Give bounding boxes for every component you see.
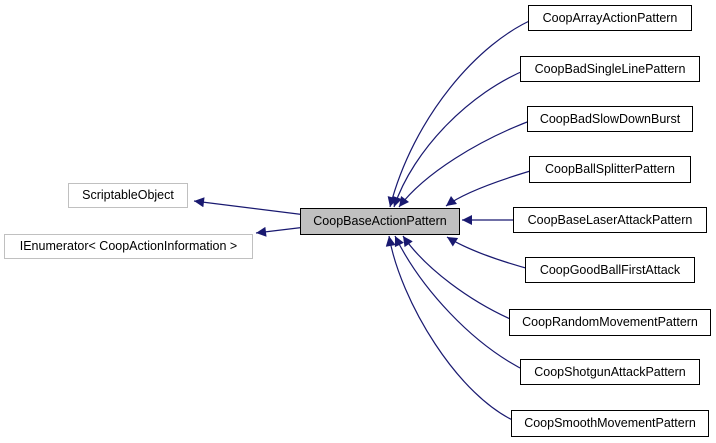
inheritance-edge-coop-shotgun-attack-pattern: [394, 235, 529, 373]
inheritance-edge-scriptable-object: [193, 197, 307, 216]
node-coop-ball-splitter-pattern[interactable]: CoopBallSplitterPattern: [529, 156, 691, 183]
node-coop-bad-slow-down-burst[interactable]: CoopBadSlowDownBurst: [527, 106, 693, 132]
node-coop-array-action-pattern[interactable]: CoopArrayActionPattern: [528, 5, 692, 31]
inheritance-edge-coop-good-ball-first-attack: [446, 236, 534, 271]
inheritance-edge-coop-bad-single-line-pattern: [392, 68, 529, 208]
node-scriptable-object: ScriptableObject: [68, 183, 188, 208]
node-coop-smooth-movement-pattern[interactable]: CoopSmoothMovementPattern: [511, 410, 709, 437]
node-coop-base-action-pattern: CoopBaseActionPattern: [300, 208, 460, 235]
inheritance-edge-coop-random-movement-pattern: [402, 235, 518, 323]
node-coop-good-ball-first-attack[interactable]: CoopGoodBallFirstAttack: [525, 257, 695, 283]
node-coop-shotgun-attack-pattern[interactable]: CoopShotgunAttackPattern: [520, 359, 700, 385]
inheritance-edge-coop-ball-splitter-pattern: [445, 168, 538, 207]
inheritance-edge-ienumerator: [255, 226, 307, 237]
node-coop-random-movement-pattern[interactable]: CoopRandomMovementPattern: [509, 309, 711, 336]
inheritance-edge-coop-array-action-pattern: [387, 17, 537, 208]
inheritance-edge-coop-smooth-movement-pattern: [385, 235, 520, 424]
node-ienumerator-coop-action-information: IEnumerator< CoopActionInformation >: [4, 234, 253, 259]
inheritance-edge-coop-bad-slow-down-burst: [398, 118, 536, 208]
node-coop-bad-single-line-pattern[interactable]: CoopBadSingleLinePattern: [520, 56, 700, 82]
node-coop-base-laser-attack-pattern[interactable]: CoopBaseLaserAttackPattern: [513, 207, 707, 233]
